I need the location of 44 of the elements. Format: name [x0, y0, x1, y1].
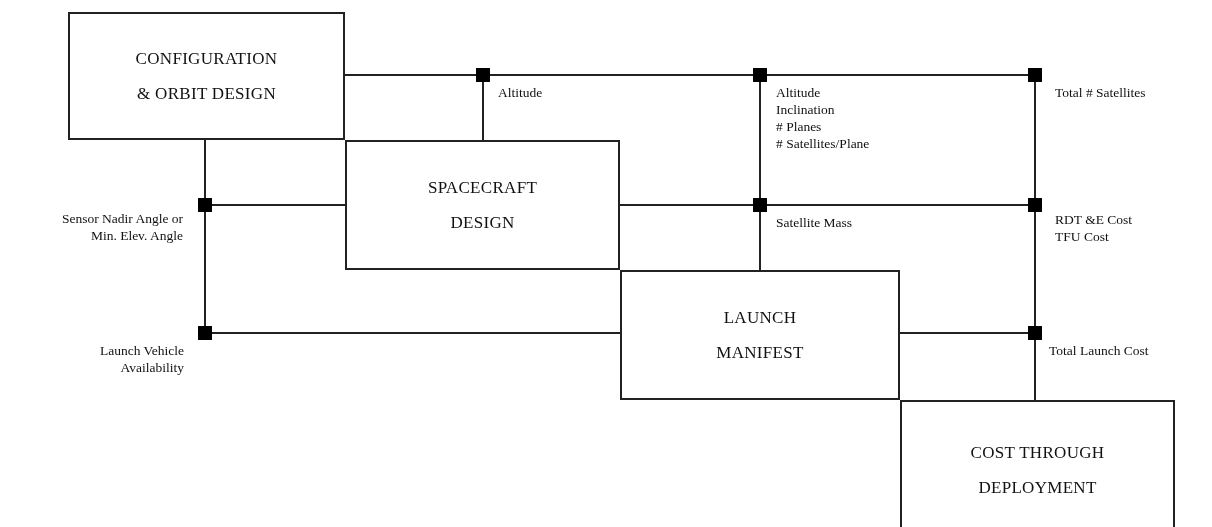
- connector-line: [1034, 81, 1036, 199]
- connector-line: [759, 81, 761, 199]
- box-label: CONFIGURATION & ORBIT DESIGN: [134, 48, 279, 105]
- connector-line: [759, 211, 761, 271]
- connector-line: [482, 81, 484, 141]
- connector-line: [619, 204, 754, 206]
- interface-square: [1028, 68, 1042, 82]
- interface-label: Total Launch Cost: [1049, 342, 1150, 359]
- box-label: COST THROUGH DEPLOYMENT: [969, 442, 1106, 499]
- connector-line: [766, 204, 1029, 206]
- connector-line: [204, 211, 206, 327]
- box-label: LAUNCH MANIFEST: [715, 307, 805, 364]
- connector-line: [211, 332, 621, 334]
- process-box: [900, 400, 1175, 527]
- connector-line: [211, 204, 346, 206]
- interface-square: [753, 68, 767, 82]
- interface-label: # Planes: [776, 118, 823, 135]
- interface-label: RDT &E Cost: [1055, 211, 1133, 228]
- interface-label: Inclination: [776, 101, 836, 118]
- interface-label: Altitude: [776, 84, 822, 101]
- connector-line: [1034, 339, 1036, 401]
- interface-label: TFU Cost: [1055, 228, 1110, 245]
- interface-label: Altitude: [498, 84, 544, 101]
- interface-label: Satellite Mass: [776, 214, 854, 231]
- connector-line: [766, 74, 1029, 76]
- interface-label: # Satellites/Plane: [776, 135, 871, 152]
- interface-label: Sensor Nadir Angle or Min. Elev. Angle: [60, 210, 183, 244]
- interface-label: Launch Vehicle Availability: [98, 342, 184, 376]
- connector-line: [899, 332, 1029, 334]
- box-label: SPACECRAFT DESIGN: [426, 177, 539, 234]
- interface-label: Total # Satellites: [1055, 84, 1147, 101]
- process-box: [620, 270, 900, 400]
- connector-line: [344, 74, 477, 76]
- connector-line: [204, 139, 206, 199]
- connector-line: [1034, 211, 1036, 327]
- interface-square: [1028, 198, 1042, 212]
- process-box: [345, 140, 620, 270]
- connector-line: [489, 74, 754, 76]
- interface-square: [1028, 326, 1042, 340]
- process-box: [68, 12, 345, 140]
- interface-square: [476, 68, 490, 82]
- interface-square: [198, 198, 212, 212]
- interface-square: [198, 326, 212, 340]
- interface-square: [753, 198, 767, 212]
